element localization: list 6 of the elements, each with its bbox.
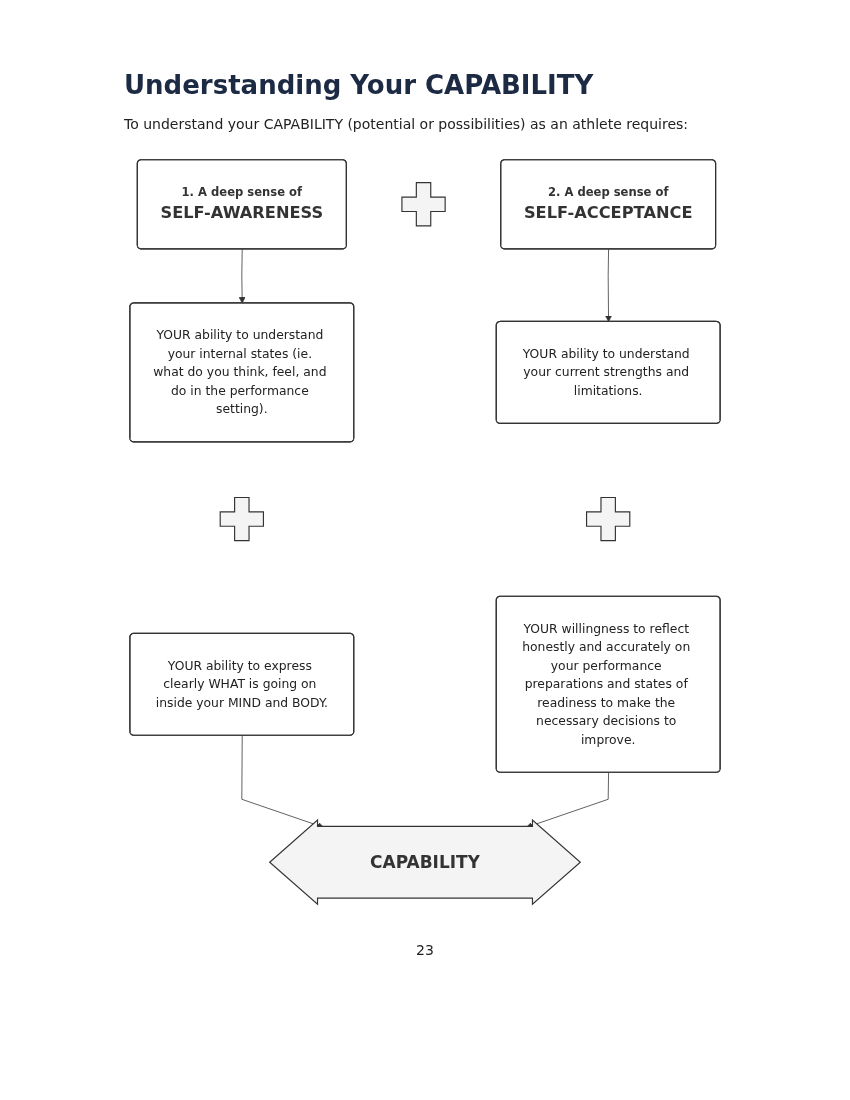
node-cross <box>219 496 264 542</box>
intro-text: To understand your CAPABILITY (potential or possibilities) as an athlete requires: <box>124 116 689 132</box>
node-cross <box>401 182 446 227</box>
page-title: Understanding Your CAPABILITY <box>124 70 594 100</box>
page-number: 23 <box>416 942 434 958</box>
node-cross <box>585 496 631 542</box>
